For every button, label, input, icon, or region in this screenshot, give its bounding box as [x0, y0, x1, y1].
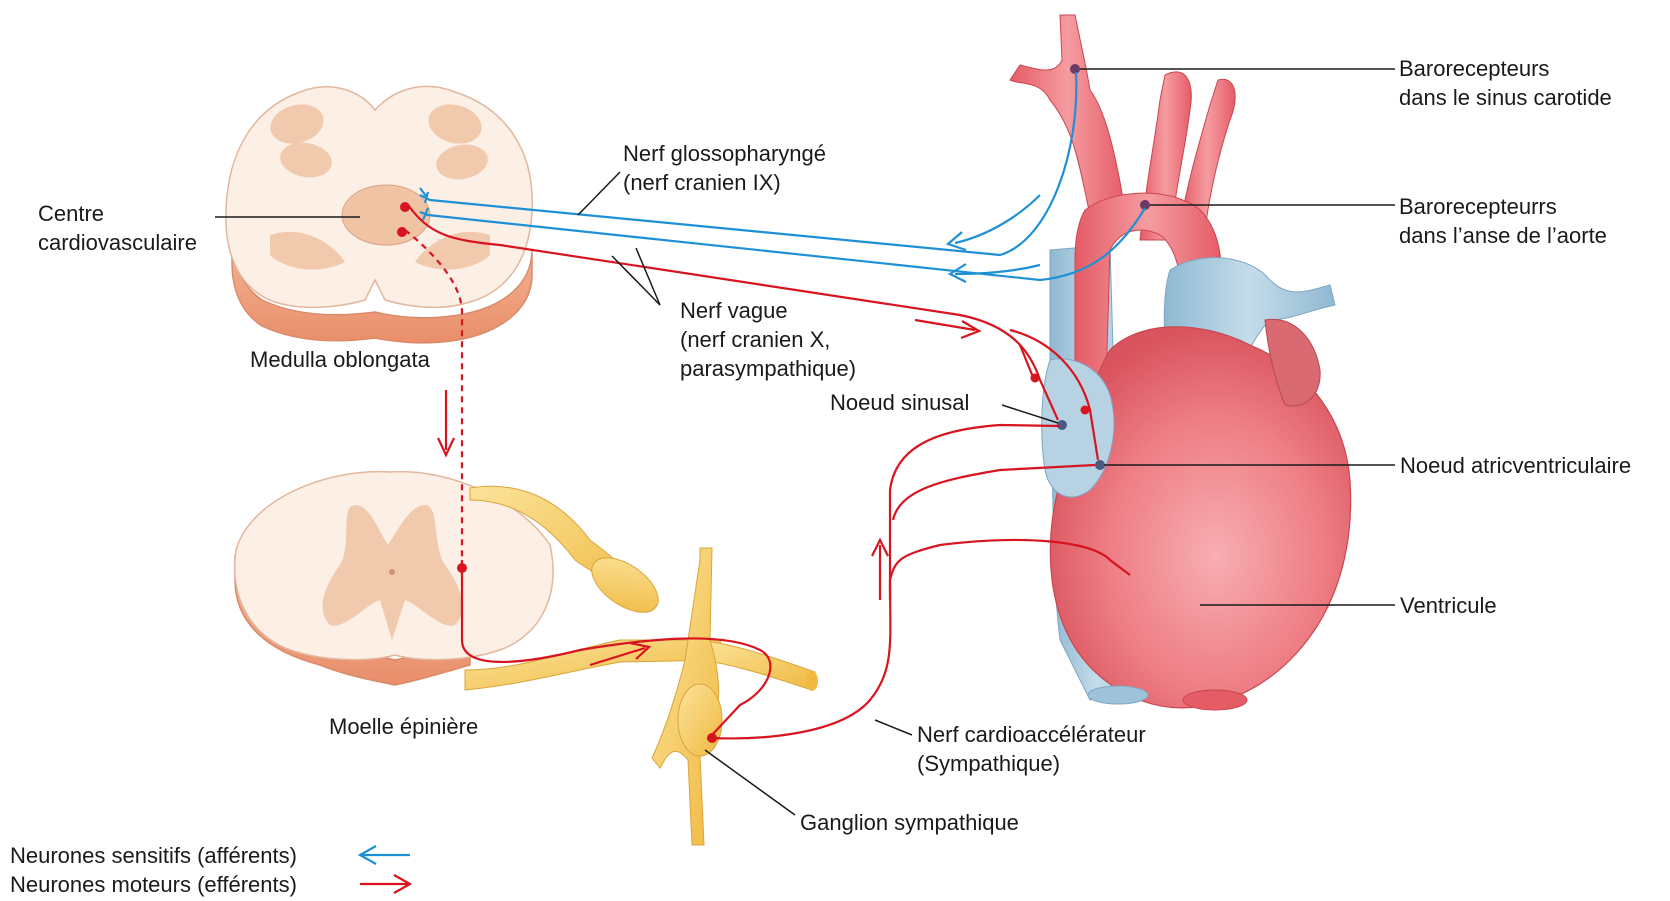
atrioventricular-node	[1095, 460, 1105, 470]
sensory-arrow-1	[955, 195, 1040, 243]
label-baro-carotid-line2: dans le sinus carotide	[1399, 83, 1612, 112]
leader-glosso	[578, 172, 620, 215]
legend-arrows	[360, 846, 410, 893]
cardioaccel-branch-1	[890, 425, 1060, 600]
label-ventricle: Ventricule	[1400, 591, 1497, 620]
medulla-neuron-1	[400, 202, 410, 212]
label-cardioaccel-line1: Nerf cardioaccélérateur	[917, 720, 1146, 749]
legend-motor-label: Neurones moteurs (efférents)	[10, 870, 297, 899]
label-medulla-oblongata: Medulla oblongata	[250, 345, 430, 374]
motor-arrow-vagus	[915, 320, 975, 330]
ganglion-neuron	[707, 733, 717, 743]
label-vagus-line2: (nerf cranien X,	[680, 325, 856, 354]
leader-vagus-1	[612, 256, 660, 305]
label-baro-carotid-line1: Barorecepteurs	[1399, 54, 1612, 83]
label-baroreceptors-aorta: Barorecepteurrs dans l’anse de l’aorte	[1399, 192, 1607, 250]
label-vagus-line1: Nerf vague	[680, 296, 856, 325]
inferior-vena-cava	[1088, 686, 1148, 704]
cardiac-ganglion-2	[1081, 406, 1090, 415]
label-baro-aorta-line1: Barorecepteurrs	[1399, 192, 1607, 221]
label-cardiovascular-center-line2: cardiovasculaire	[38, 228, 197, 257]
label-vagus-line3: parasympathique)	[680, 354, 856, 383]
label-sympathetic-ganglion: Ganglion sympathique	[800, 808, 1019, 837]
label-baro-aorta-line2: dans l’anse de l’aorte	[1399, 221, 1607, 250]
cardiac-ganglion-1	[1031, 374, 1040, 383]
label-vagus-nerve: Nerf vague (nerf cranien X, parasympathi…	[680, 296, 856, 383]
medulla-neuron-2	[397, 227, 407, 237]
label-glosso-line2: (nerf cranien IX)	[623, 168, 826, 197]
spinal-neuron	[457, 563, 467, 573]
label-spinal-cord: Moelle épinière	[329, 712, 478, 741]
leader-ganglion	[705, 750, 795, 815]
label-cardiovascular-center: Centre cardiovasculaire	[38, 199, 197, 257]
label-glossopharyngeal-nerve: Nerf glossopharyngé (nerf cranien IX)	[623, 139, 826, 197]
label-glosso-line1: Nerf glossopharyngé	[623, 139, 826, 168]
medulla-oblongata	[226, 86, 532, 342]
motor-pathways	[405, 205, 1130, 738]
descending-aorta	[1183, 690, 1247, 710]
label-av-node: Noeud atricventriculaire	[1400, 451, 1631, 480]
legend-motor-arrow	[360, 875, 410, 893]
label-cardioaccelerator-nerve: Nerf cardioaccélérateur (Sympathique)	[917, 720, 1146, 778]
legend-sensory-arrow	[360, 846, 410, 864]
sympathetic-ganglion	[678, 684, 722, 756]
spinal-nerve-end	[806, 671, 818, 691]
carotid-artery	[1010, 15, 1125, 215]
legend-sensory-label: Neurones sensitifs (afférents)	[10, 841, 297, 870]
label-cardiovascular-center-line1: Centre	[38, 199, 197, 228]
label-baroreceptors-carotid: Barorecepteurs dans le sinus carotide	[1399, 54, 1612, 112]
label-cardioaccel-line2: (Sympathique)	[917, 749, 1146, 778]
label-sinus-node: Noeud sinusal	[830, 388, 969, 417]
central-canal	[389, 569, 395, 575]
leader-vagus-2	[636, 248, 660, 305]
leader-cardioaccel	[875, 720, 912, 735]
